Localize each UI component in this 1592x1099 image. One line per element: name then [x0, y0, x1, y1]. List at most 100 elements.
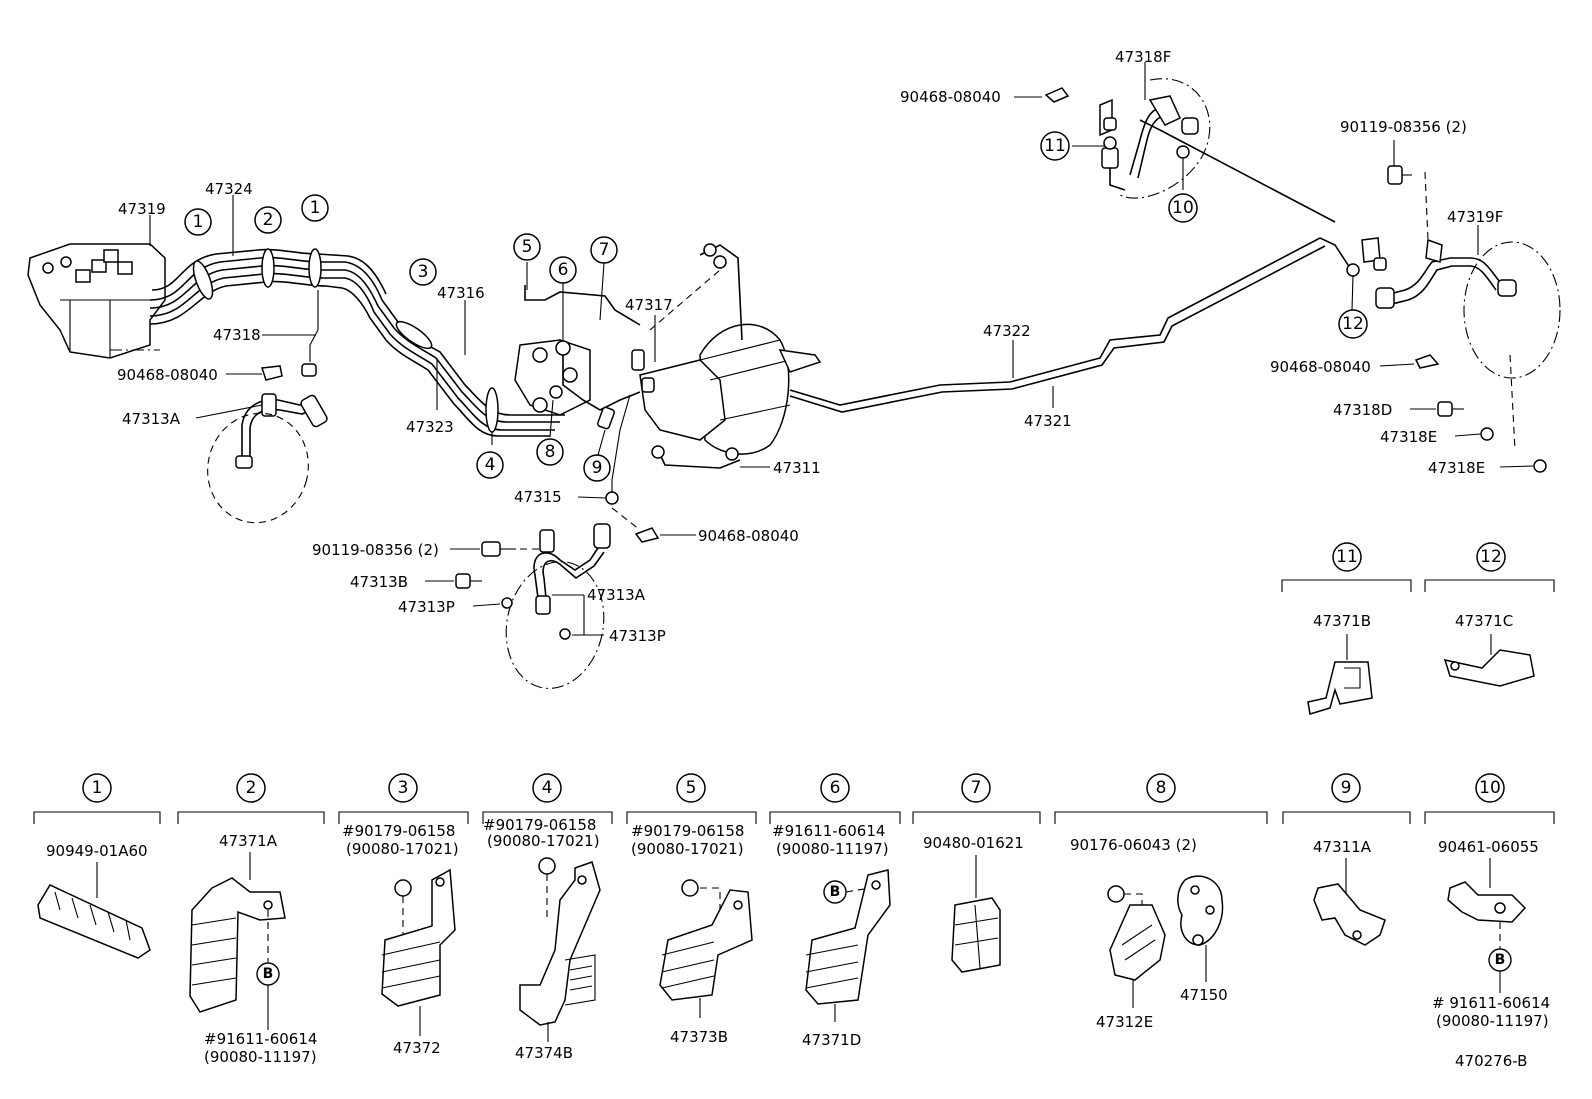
svg-text:11: 11 [1336, 547, 1358, 567]
ref-callout-5: 5 [513, 233, 541, 261]
label-47318D: 47318D [1333, 401, 1392, 419]
label-90080-17021-b: (90080-17021) [487, 832, 600, 850]
label-90080-11197-a: (90080-11197) [204, 1048, 317, 1066]
ref-callout-2: 2 [254, 206, 282, 234]
svg-text:6: 6 [558, 260, 569, 280]
proportioning-valve [514, 285, 641, 416]
detail-1: 90949-01A60 [37, 842, 151, 959]
svg-text:9: 9 [1341, 778, 1352, 798]
ref-callout-9: 9 [583, 454, 611, 482]
brake-booster [597, 243, 822, 505]
svg-text:9: 9 [592, 458, 603, 478]
long-brake-lines [789, 119, 1351, 413]
label-47313A-b: 47313A [587, 586, 646, 604]
label-47321: 47321 [1024, 412, 1072, 430]
label-90119-08356-b: 90119-08356 (2) [312, 541, 439, 559]
label-47311A: 47311A [1313, 838, 1372, 856]
svg-text:12: 12 [1480, 547, 1502, 567]
abs-actuator [27, 243, 166, 359]
svg-text:8: 8 [545, 442, 556, 462]
detail-8: 90176-06043 (2) 47312E 47150 [1070, 836, 1228, 1031]
label-90179-06158-a: #90179-06158 [342, 822, 455, 840]
label-47319F: 47319F [1447, 208, 1503, 226]
label-47318F: 47318F [1115, 48, 1171, 66]
label-90119-08356-a: 90119-08356 (2) [1340, 118, 1467, 136]
label-47324: 47324 [205, 180, 253, 198]
label-47318: 47318 [213, 326, 261, 344]
svg-text:3: 3 [418, 262, 429, 282]
label-90468-08040-b: 90468-08040 [117, 366, 218, 384]
label-47150: 47150 [1180, 986, 1228, 1004]
front-right-hose [1044, 78, 1211, 199]
label-90179-06158-b: #90179-06158 [483, 816, 596, 834]
ref-callout-8: 8 [536, 438, 564, 466]
svg-text:3: 3 [398, 778, 409, 798]
label-90949-01A60: 90949-01A60 [46, 842, 148, 860]
label-47317: 47317 [625, 296, 673, 314]
svg-text:B: B [1495, 952, 1506, 968]
label-90468-08040-d: 90468-08040 [698, 527, 799, 545]
svg-text:2: 2 [263, 210, 274, 230]
detail-9: 47311A [1313, 838, 1386, 946]
ref-callout-1a: 1 [184, 208, 212, 236]
svg-text:1: 1 [92, 778, 103, 798]
label-47371A: 47371A [219, 832, 278, 850]
detail-2: 47371A B #91611-60614 (90080-11197) [189, 832, 317, 1066]
label-90080-11197-c: (90080-11197) [1436, 1012, 1549, 1030]
detail-11: 11 47371B [1281, 542, 1412, 715]
svg-text:4: 4 [485, 455, 496, 475]
svg-text:B: B [830, 884, 841, 900]
label-47371B: 47371B [1313, 612, 1371, 630]
detail-4: #90179-06158 (90080-17021) 47374B [483, 816, 601, 1062]
ref-callout-3: 3 [409, 258, 437, 286]
rear-right-hose [1346, 165, 1561, 473]
detail-callout-8: 8 [1146, 773, 1176, 803]
label-91611-60614-b: #91611-60614 [772, 822, 885, 840]
label-90480-01621: 90480-01621 [923, 834, 1024, 852]
svg-text:2: 2 [246, 778, 257, 798]
label-47371C: 47371C [1455, 612, 1513, 630]
detail-5: #90179-06158 (90080-17021) 47373B [631, 822, 753, 1046]
svg-text:11: 11 [1044, 136, 1066, 156]
detail-12: 12 47371C [1424, 542, 1555, 687]
label-47313P-b: 47313P [609, 627, 666, 645]
label-90468-08040-c: 90468-08040 [1270, 358, 1371, 376]
svg-text:7: 7 [971, 778, 982, 798]
detail-10: 90461-06055 B # 91611-60614 (90080-11197… [1432, 838, 1550, 1030]
label-47318E-a: 47318E [1380, 428, 1437, 446]
svg-text:5: 5 [686, 778, 697, 798]
label-47318E-b: 47318E [1428, 459, 1485, 477]
label-47373B: 47373B [670, 1028, 728, 1046]
detail-callouts-bottom: 1 2 3 4 5 6 7 8 9 10 [82, 773, 1505, 803]
ref-callout-10: 10 [1168, 193, 1198, 223]
svg-text:5: 5 [522, 237, 533, 257]
label-47371D: 47371D [802, 1031, 861, 1049]
label-47313A-a: 47313A [122, 410, 181, 428]
ref-callout-4: 4 [476, 451, 504, 479]
label-47323: 47323 [406, 418, 454, 436]
label-91611-60614-a: #91611-60614 [204, 1030, 317, 1048]
label-47374B: 47374B [515, 1044, 573, 1062]
flex-hose-left [207, 393, 328, 524]
detail-callout-1: 1 [82, 773, 112, 803]
ref-callout-11: 11 [1040, 131, 1070, 161]
svg-text:6: 6 [830, 778, 841, 798]
label-90468-08040-a: 90468-08040 [900, 88, 1001, 106]
svg-text:1: 1 [193, 212, 204, 232]
label-47313P-a: 47313P [398, 598, 455, 616]
figure-code: 470276-B [1455, 1052, 1527, 1070]
label-90080-11197-b: (90080-11197) [776, 840, 889, 858]
detail-callout-5: 5 [676, 773, 706, 803]
ref-callout-6: 6 [549, 256, 577, 284]
detail-callout-10: 10 [1475, 773, 1505, 803]
svg-text:1: 1 [310, 198, 321, 218]
label-90179-06158-c: #90179-06158 [631, 822, 744, 840]
svg-text:B: B [263, 966, 274, 982]
svg-text:4: 4 [542, 778, 553, 798]
label-90176-06043: 90176-06043 (2) [1070, 836, 1197, 854]
label-47322: 47322 [983, 322, 1031, 340]
label-47311: 47311 [773, 459, 821, 477]
detail-callout-9: 9 [1331, 773, 1361, 803]
detail-callout-3: 3 [388, 773, 418, 803]
